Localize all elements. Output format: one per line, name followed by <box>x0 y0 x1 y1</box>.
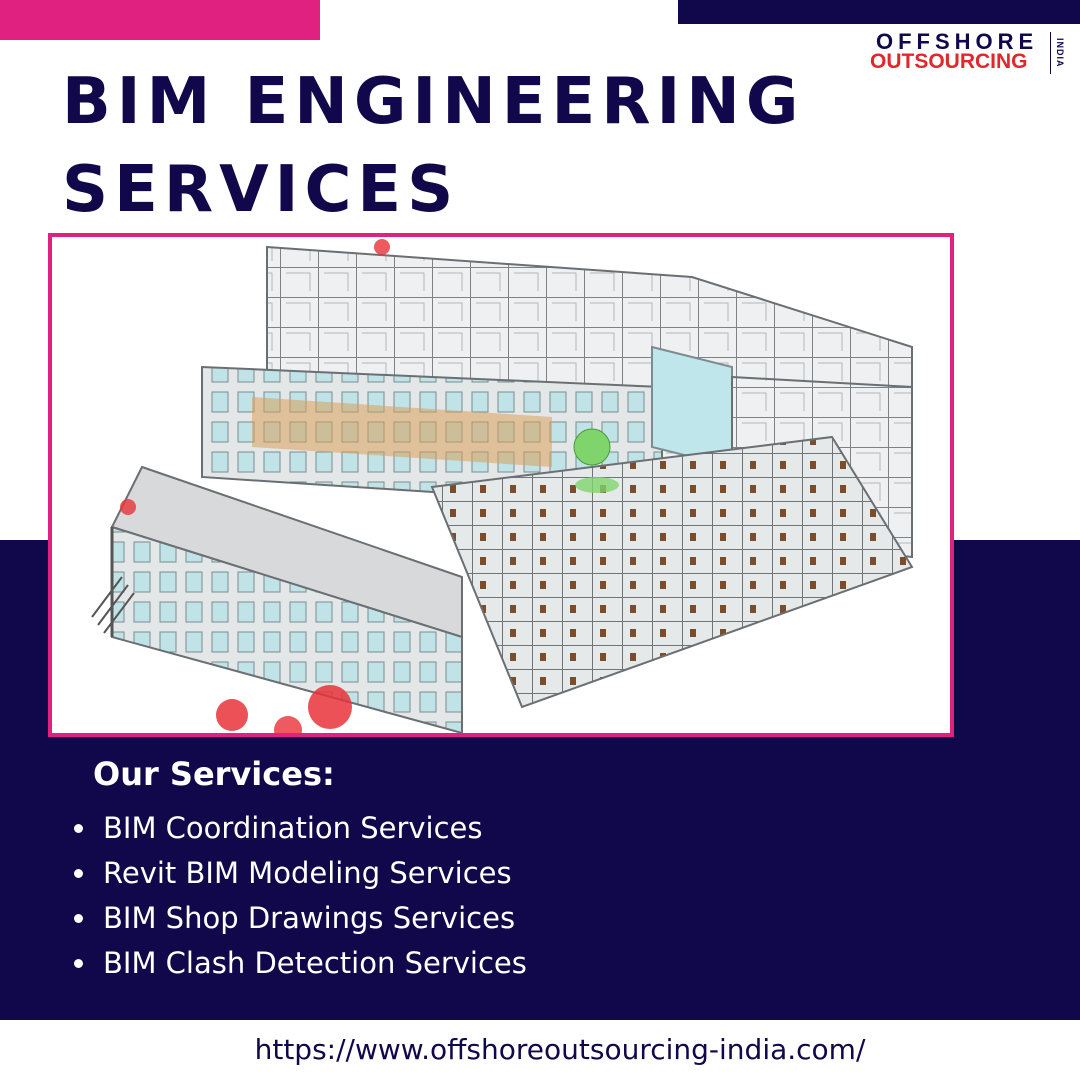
bullet-icon <box>74 869 83 878</box>
logo-text-offshore: OFFSHORE <box>876 29 1039 54</box>
bullet-icon <box>74 914 83 923</box>
bim-building-model-image <box>91 239 914 733</box>
list-item: BIM Shop Drawings Services <box>70 896 527 941</box>
service-label: BIM Shop Drawings Services <box>103 901 516 935</box>
list-item: BIM Clash Detection Services <box>70 941 527 986</box>
pink-accent-bar <box>0 0 320 40</box>
bullet-icon <box>74 824 83 833</box>
bullet-icon <box>74 959 83 968</box>
logo-text-india: INDIA <box>1050 32 1065 74</box>
bim-model-image-frame <box>48 233 954 737</box>
website-url-link[interactable]: https://www.offshoreoutsourcing-india.co… <box>254 1033 866 1066</box>
services-heading: Our Services: <box>93 755 335 793</box>
service-label: BIM Clash Detection Services <box>103 946 527 980</box>
page-title-line-1: BIM ENGINEERING <box>62 65 805 139</box>
logo-text-outsourcing: OUTSOURCING <box>870 50 1028 73</box>
page-title: BIM ENGINEERING SERVICES <box>62 58 804 234</box>
list-item: Revit BIM Modeling Services <box>70 851 527 896</box>
service-label: BIM Coordination Services <box>103 811 483 845</box>
list-item: BIM Coordination Services <box>70 806 527 851</box>
company-logo[interactable]: OFFSHORE OUTSOURCING INDIA <box>870 30 1066 78</box>
service-label: Revit BIM Modeling Services <box>103 856 512 890</box>
page-title-line-2: SERVICES <box>62 153 460 227</box>
navy-accent-bar <box>678 0 1080 24</box>
services-list: BIM Coordination Services Revit BIM Mode… <box>70 806 527 986</box>
